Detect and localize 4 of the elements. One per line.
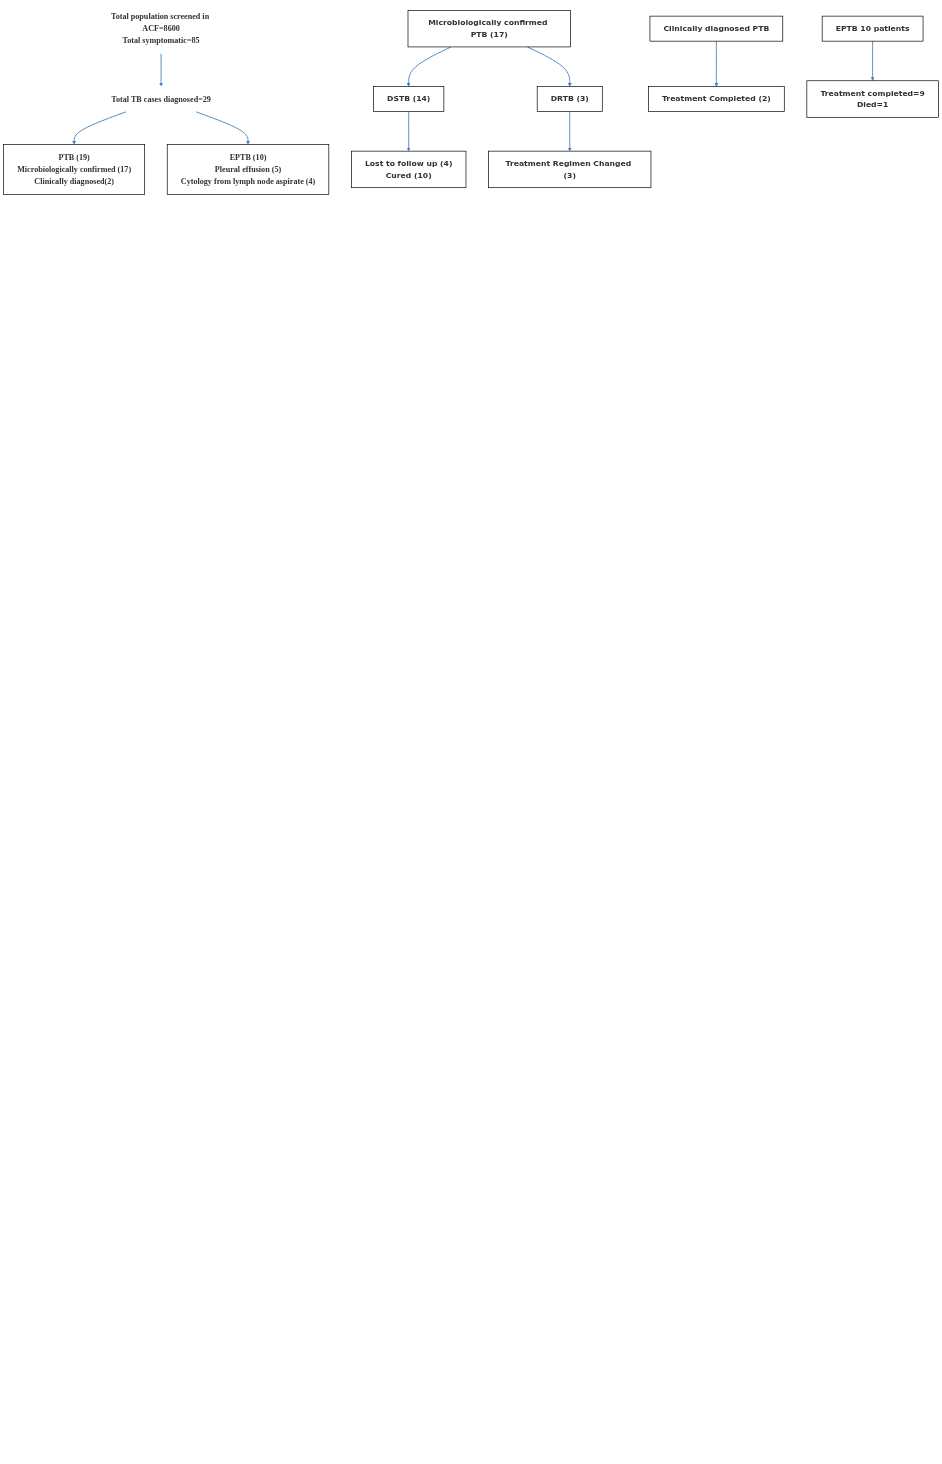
node-text: Total population screened in ACF=8600 Total symptomatic=85 — [110, 11, 210, 46]
node-text: Total TB cases diagnosed=29 — [111, 94, 211, 104]
node-box: EPTB (10) Pleural effusion (5) Cytology from lymph node aspirate (4) — [166, 144, 330, 195]
node-box: PTB (19) Microbiologically confirmed (17) Clinically diagnosed(2) — [3, 144, 145, 195]
